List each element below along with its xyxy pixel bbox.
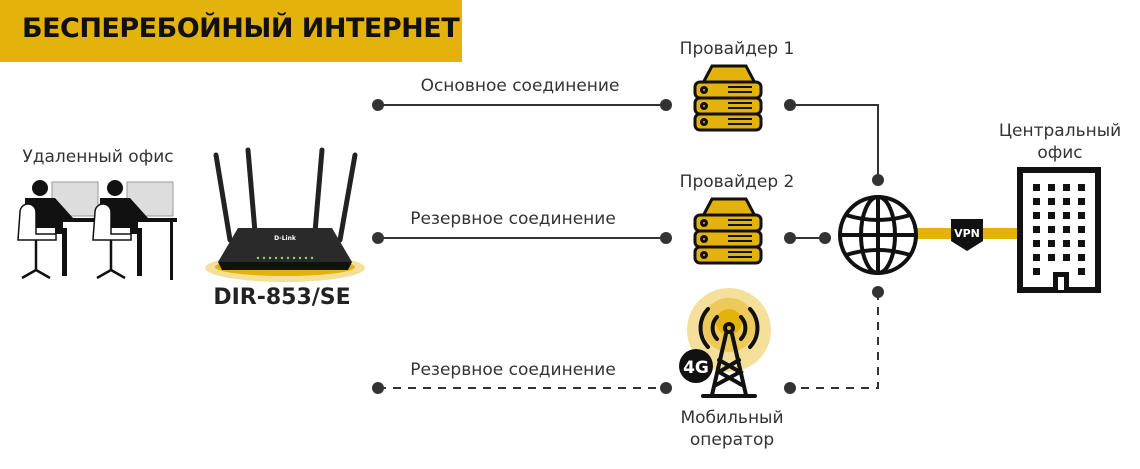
router-icon: D-Link [205,147,365,282]
building-window [1078,268,1085,275]
title: БЕСПЕРЕБОЙНЫЙ ИНТЕРНЕТ [22,13,460,44]
mobile-globe-line [790,292,879,389]
mobile-line1: Мобильный [680,408,784,428]
vpn-label: VPN [954,227,980,240]
globe-icon [838,195,918,275]
router-led [274,256,278,260]
router-led [304,256,308,260]
backup-link-label: Резервное соединение [410,209,616,229]
title-banner: БЕСПЕРЕБОЙНЫЙ ИНТЕРНЕТ [0,0,462,62]
server-icon-1 [693,64,763,132]
building-window [1033,240,1040,247]
building-window [1033,268,1040,275]
central-line2: офис [1037,143,1083,163]
building-window [1078,240,1085,247]
building-window [1078,254,1085,261]
building-window [1048,254,1055,261]
mobile-line2: оператор [689,430,775,450]
building-icon [1017,167,1101,293]
building-window [1063,254,1070,261]
router-brand-logo: D-Link [274,235,297,242]
building-window [1033,198,1040,205]
server-icon-2 [693,197,763,265]
router-led [262,256,266,260]
building-window [1033,184,1040,191]
router-led [256,256,260,260]
building-window [1048,198,1055,205]
central-line1: Центральный [998,121,1122,141]
building-window [1063,198,1070,205]
provider2-label: Провайдер 2 [679,172,795,192]
building-window [1063,240,1070,247]
building-window [1078,184,1085,191]
building-window [1033,226,1040,233]
building-window [1048,184,1055,191]
building-window [1048,240,1055,247]
remote-office-label: Удаленный офис [22,147,174,167]
router-model-label: DIR-853/SE [213,285,351,310]
building-window [1063,226,1070,233]
building-window [1063,212,1070,219]
router-led [292,256,296,260]
building-window [1048,212,1055,219]
building-window [1078,198,1085,205]
router-led [268,256,272,260]
building-window [1048,226,1055,233]
building-window [1033,254,1040,261]
building-window [1078,226,1085,233]
router-led [310,256,314,260]
remote-workers-icon [17,178,179,280]
cell-tower-icon: 4G [679,288,771,398]
building-window [1063,184,1070,191]
router-led [298,256,302,260]
router-led [280,256,284,260]
vpn-shield-icon [951,219,983,251]
building-window [1033,212,1040,219]
mobile-link-label: Резервное соединение [410,360,616,380]
router-led [286,256,290,260]
building-window [1078,212,1085,219]
provider1-label: Провайдер 1 [679,39,795,59]
primary-link-label: Основное соединение [420,76,620,96]
4g-badge: 4G [683,358,709,378]
provider1-globe-line [790,104,879,180]
